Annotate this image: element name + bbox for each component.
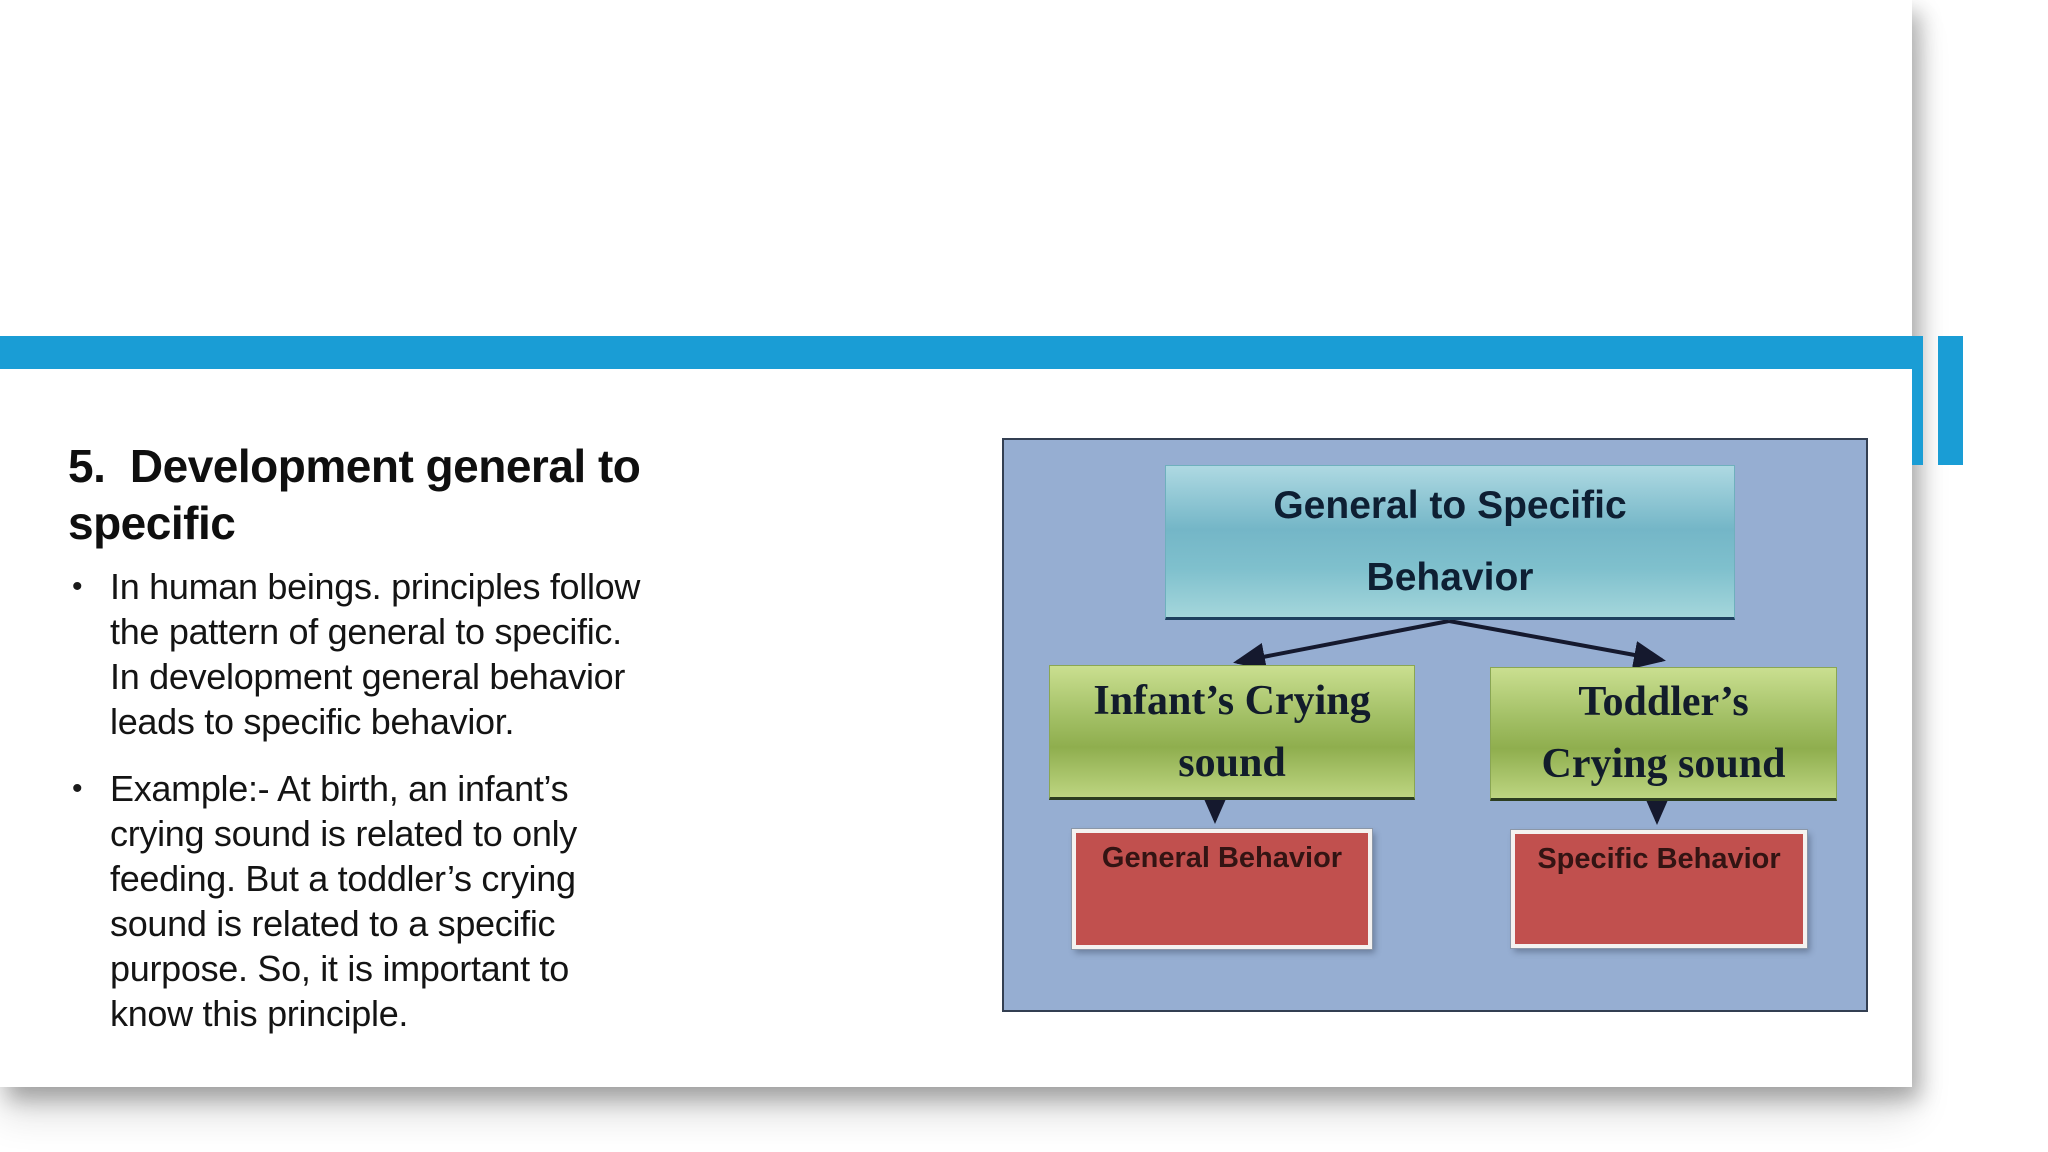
accent-bar-corner-leg [1912,336,1923,465]
connector-root-to-right-icon [1448,619,1666,669]
bullet-marker: • [72,570,83,603]
accent-bar-vertical [1938,336,1963,465]
diagram-leaf-right-label: Specific Behavior [1537,843,1781,875]
diagram-leaf-left-box: General Behavior [1071,828,1373,950]
diagram-leaf-left-label: General Behavior [1101,842,1343,874]
bullet-marker: • [72,772,83,805]
diagram-leaf-right-box: Specific Behavior [1510,829,1808,949]
accent-bar-horizontal [0,336,1923,369]
connector-root-to-left-icon [1233,619,1450,671]
diagram-connector-arrows [1201,619,1671,825]
